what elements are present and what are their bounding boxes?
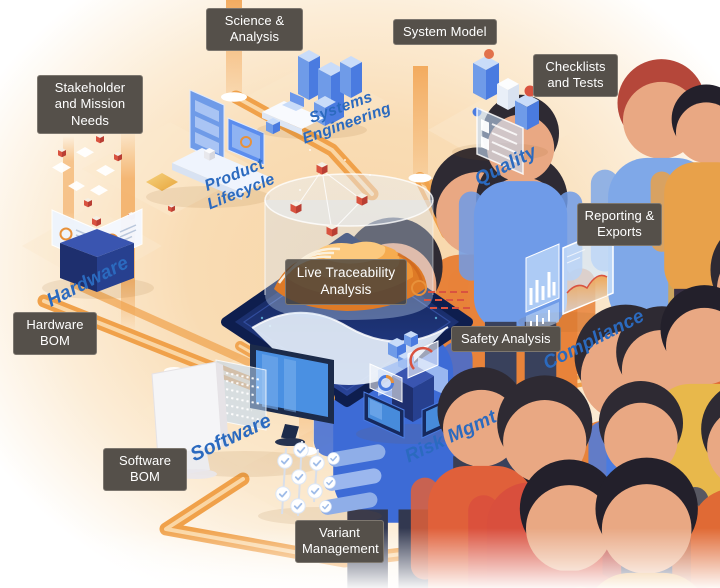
badge-system-model: System Model [393, 19, 497, 46]
quality-station [452, 49, 720, 461]
risk-mgmt-station [356, 340, 720, 588]
compliance-station [518, 225, 618, 336]
badge-variant-management: Variant Management [295, 520, 384, 563]
badge-science-analysis: Science & Analysis [206, 8, 303, 51]
safety-analysis-figures [411, 218, 720, 588]
badge-checklists-tests: Checklists and Tests [533, 54, 618, 97]
floating-tiles [52, 134, 232, 221]
badge-stakeholder-mission: Stakeholder and Mission Needs [37, 75, 143, 134]
badge-safety-analysis: Safety Analysis [451, 326, 561, 353]
badge-software-bom: Software BOM [103, 448, 187, 491]
software-station [151, 344, 630, 588]
hardware-station [42, 208, 482, 588]
badge-reporting-exports: Reporting & Exports [577, 203, 662, 246]
systems-engineering-station [257, 50, 720, 537]
badge-hardware-bom: Hardware BOM [13, 312, 97, 355]
product-lifecycle-station [146, 89, 604, 588]
badge-live-traceability: Live Traceability Analysis [285, 259, 407, 305]
